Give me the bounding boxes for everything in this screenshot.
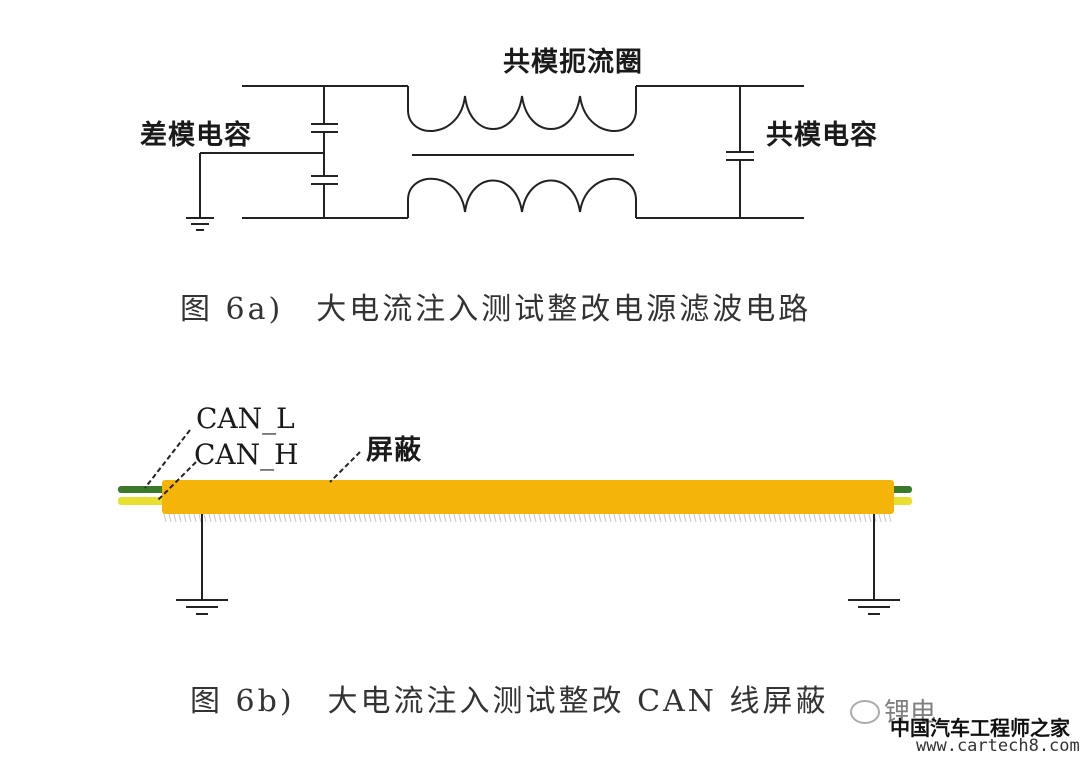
differential-capacitor-label: 差模电容 <box>140 120 252 151</box>
common-mode-capacitor-label: 共模电容 <box>766 120 878 151</box>
figure-a-caption: 图 6a) 大电流注入测试整改电源滤波电路 <box>180 292 812 327</box>
shield-label: 屏蔽 <box>366 435 422 466</box>
can-h-label: CAN_H <box>194 438 299 471</box>
wechat-icon <box>850 700 880 724</box>
figure-b-caption: 图 6b) 大电流注入测试整改 CAN 线屏蔽 <box>190 684 829 719</box>
choke-title: 共模扼流圈 <box>503 47 643 78</box>
can-l-label: CAN_L <box>196 402 295 435</box>
can-cable-drawing <box>118 429 912 615</box>
watermark-site-name: 中国汽车工程师之家 <box>890 716 1070 740</box>
watermark-url: www.cartech8.com <box>916 736 1080 756</box>
watermark-title: 锂电 <box>884 698 937 728</box>
